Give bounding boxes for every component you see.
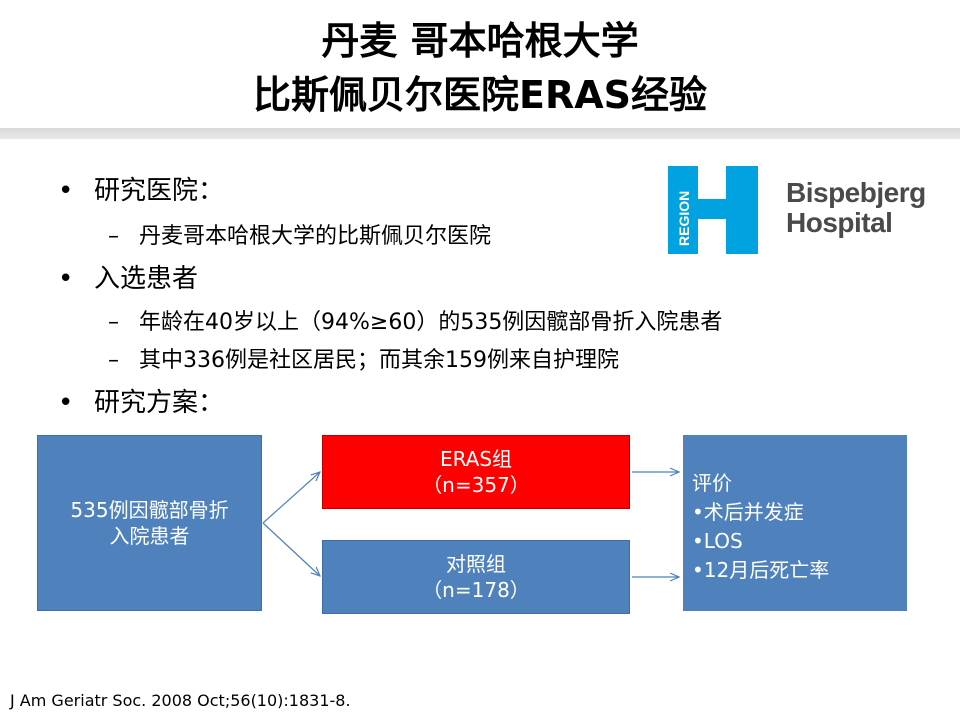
sub-bullet-text: 其中336例是社区居民；而其余159例来自护理院 xyxy=(139,348,619,373)
evaluation-item: •术后并发症 xyxy=(692,500,804,524)
evaluation-item: •LOS xyxy=(692,529,743,553)
sub-bullet-symbol: – xyxy=(108,310,119,335)
bullet-text: 研究方案： xyxy=(94,388,225,418)
logo-vertical-text: REGION xyxy=(676,191,692,246)
control-group-box: 对照组 （n=178） xyxy=(322,540,630,614)
control-line-2: （n=178） xyxy=(422,578,530,602)
sub-bullet-text: 年龄在40岁以上（94%≥60）的535例因髋部骨折入院患者 xyxy=(139,310,723,335)
eras-line-1: ERAS组 xyxy=(439,447,513,471)
arrow-to-control xyxy=(262,522,320,576)
eras-line-2: （n=357） xyxy=(422,473,530,497)
sub-bullet-symbol: – xyxy=(108,348,119,373)
title-line-1: 丹麦 哥本哈根大学 xyxy=(321,19,639,63)
eras-group-box: ERAS组 （n=357） xyxy=(322,435,630,509)
control-line-1: 对照组 xyxy=(445,552,506,576)
region-h-logo-icon: REGION xyxy=(668,166,758,254)
evaluation-heading: 评价 xyxy=(692,471,732,495)
sub-bullet-age: –年龄在40岁以上（94%≥60）的535例因髋部骨折入院患者 xyxy=(108,304,722,336)
bullet-text: 研究医院： xyxy=(94,176,225,206)
bullet-symbol: • xyxy=(58,388,74,418)
bullet-study-protocol: • 研究方案： xyxy=(58,382,224,419)
bullet-study-hospital: • 研究医院： xyxy=(58,170,224,207)
evaluation-item: •12月后死亡率 xyxy=(692,558,830,582)
sub-bullet-text: 丹麦哥本哈根大学的比斯佩贝尔医院 xyxy=(139,224,492,249)
title-divider xyxy=(0,128,960,139)
citation: J Am Geriatr Soc. 2008 Oct;56(10):1831-8… xyxy=(10,691,351,710)
logo-line-1: Bispebjerg xyxy=(786,177,926,208)
source-line-1: 535例因髋部骨折 xyxy=(70,498,229,522)
sub-bullet-symbol: – xyxy=(108,224,119,249)
title-line-2: 比斯佩贝尔医院ERAS经验 xyxy=(253,73,707,117)
logo-line-2: Hospital xyxy=(786,207,893,238)
bullet-symbol: • xyxy=(58,176,74,206)
hospital-logo: REGION Bispebjerg Hospital xyxy=(668,166,930,254)
source-line-2: 入院患者 xyxy=(109,524,190,548)
sub-bullet-residence: –其中336例是社区居民；而其余159例来自护理院 xyxy=(108,342,619,374)
slide-title: 丹麦 哥本哈根大学 比斯佩贝尔医院ERAS经验 xyxy=(0,14,960,122)
arrow-to-eras xyxy=(262,472,320,524)
bullet-text: 入选患者 xyxy=(94,264,199,294)
evaluation-box: 评价 •术后并发症 •LOS •12月后死亡率 xyxy=(683,435,907,611)
logo-wordmark: Bispebjerg Hospital xyxy=(786,178,926,238)
bullet-symbol: • xyxy=(58,264,74,294)
sub-bullet-hospital-name: –丹麦哥本哈根大学的比斯佩贝尔医院 xyxy=(108,218,491,250)
source-patients-box: 535例因髋部骨折 入院患者 xyxy=(37,435,262,611)
bullet-enrolled-patients: • 入选患者 xyxy=(58,258,198,295)
